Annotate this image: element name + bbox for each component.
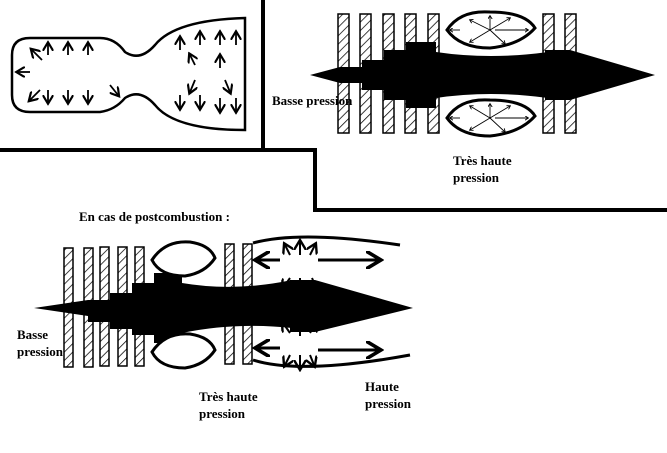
frame-lines [0, 0, 667, 212]
afterburner-very-high-pressure-label: Très haute pression [199, 389, 258, 421]
top-low-pressure-label: Basse pression [272, 93, 353, 108]
rocket-chamber [10, 16, 247, 132]
afterburner-low-pressure-label: Basse pression [17, 327, 63, 359]
afterburner-engine [34, 235, 413, 368]
afterburner-high-pressure-label: Haute pression [365, 379, 411, 411]
turbojet-engine [310, 10, 655, 138]
afterburner-heading: En cas de postcombustion : [79, 209, 230, 224]
top-very-high-pressure-label: Très haute pression [453, 153, 512, 185]
